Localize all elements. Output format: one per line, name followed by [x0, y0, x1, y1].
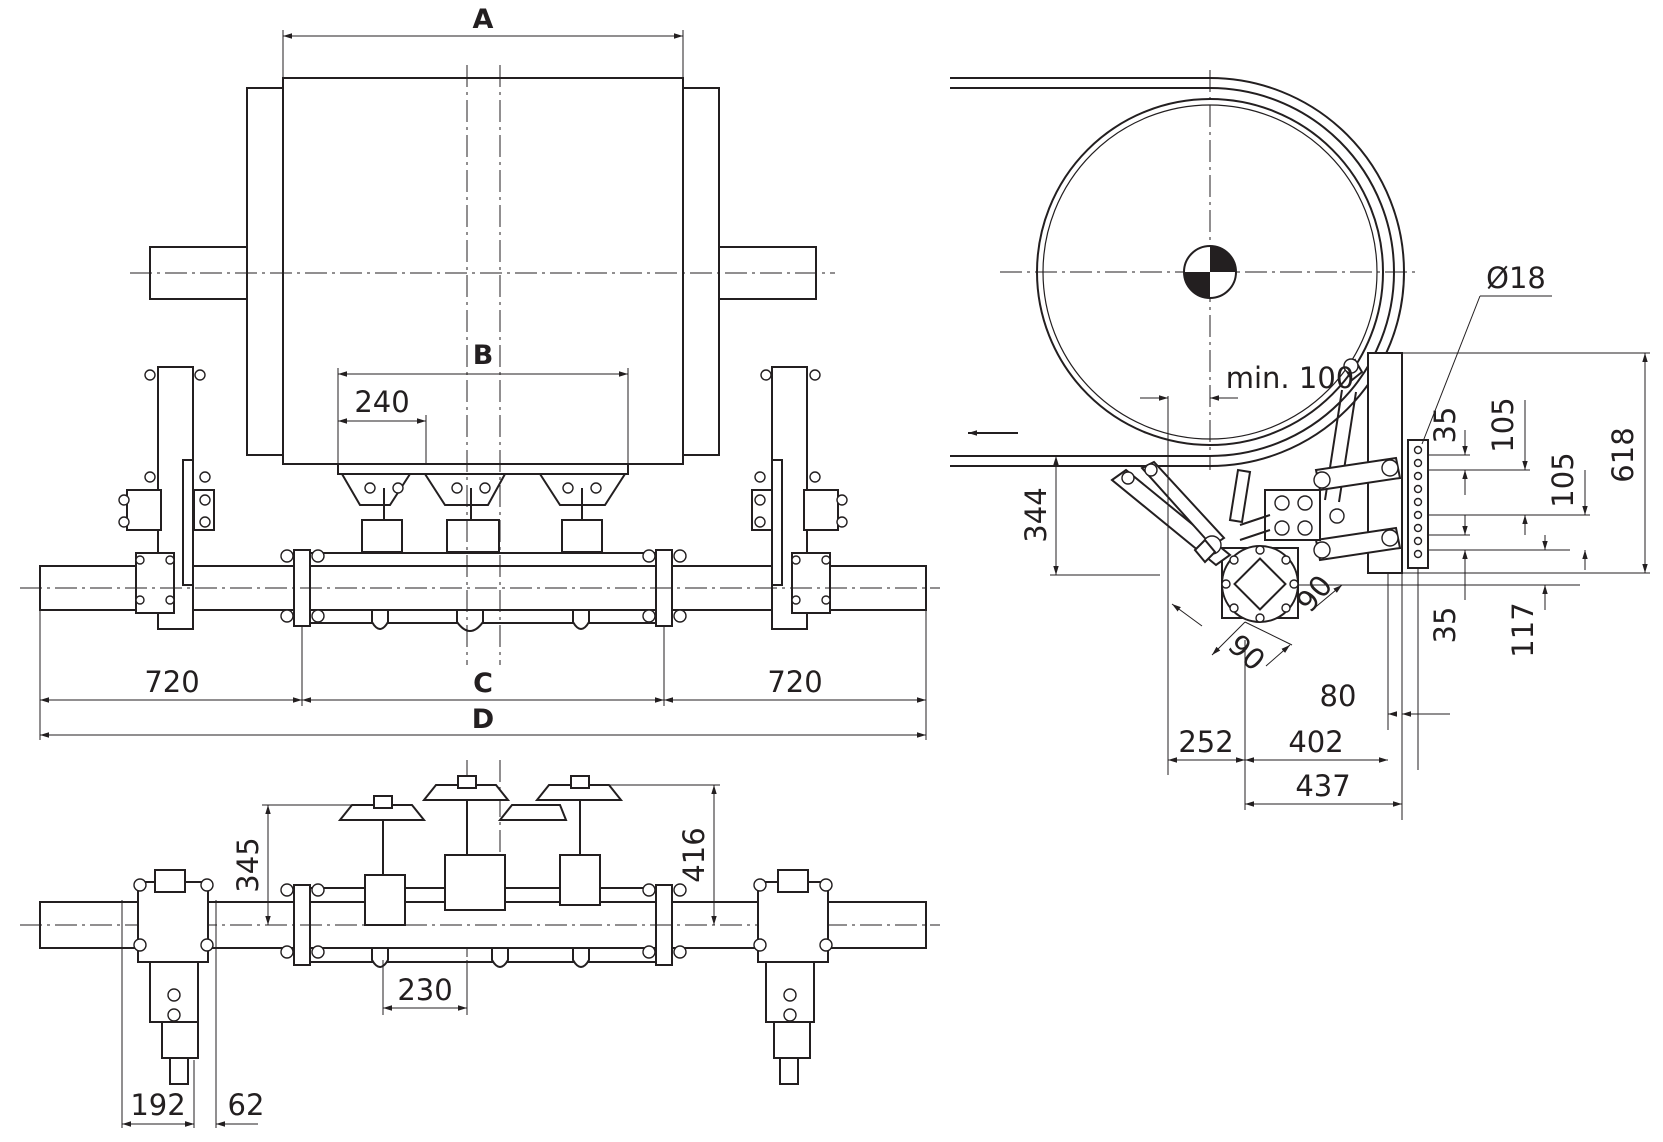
- plan-tensioner-right: [753, 869, 833, 1085]
- pulley-center-symbol: [1183, 245, 1237, 299]
- dim-105-a: 105: [1486, 397, 1520, 452]
- dim-35-bottom: 35: [1428, 607, 1462, 644]
- dim-117: 117: [1506, 602, 1540, 657]
- dim-105-b: 105: [1546, 452, 1580, 507]
- dim-345: 345: [231, 837, 265, 892]
- dim-192: 192: [130, 1088, 185, 1122]
- dim-letter-c: C: [473, 668, 493, 699]
- dim-letter-a: A: [473, 4, 494, 35]
- square-hub: [1221, 545, 1299, 623]
- dim-437: 437: [1295, 769, 1350, 803]
- dim-344: 344: [1019, 487, 1053, 542]
- dim-252: 252: [1178, 725, 1233, 759]
- drum-left-flange: [246, 87, 284, 456]
- dim-240: 240: [354, 385, 409, 419]
- pulley-drum: [282, 77, 684, 465]
- dim-720-left: 720: [144, 665, 199, 699]
- dim-90-b: 90: [1222, 628, 1272, 678]
- dim-230: 230: [397, 973, 452, 1007]
- dim-720-right: 720: [767, 665, 822, 699]
- front-view: A B 240 720 C 720 D: [20, 4, 940, 960]
- plan-tensioner-left: [133, 869, 214, 1085]
- plan-blades: [337, 775, 624, 968]
- dim-letter-b: B: [473, 340, 494, 371]
- dim-62: 62: [228, 1088, 265, 1122]
- dim-dia-18: Ø18: [1486, 261, 1546, 295]
- drum-right-flange: [682, 87, 720, 456]
- tensioner-right: [751, 366, 848, 630]
- tensioner-left: [118, 366, 215, 630]
- dim-402: 402: [1288, 725, 1343, 759]
- dim-letter-d: D: [472, 704, 494, 735]
- side-view: Ø18 min. 100 35 105 105 618 35: [950, 70, 1650, 820]
- dim-618: 618: [1606, 427, 1640, 482]
- dim-416: 416: [677, 827, 711, 882]
- dim-min-100: min. 100: [1226, 361, 1354, 395]
- dim-80: 80: [1320, 679, 1357, 713]
- dim-35-top: 35: [1428, 407, 1462, 444]
- plan-view: 345 416 230 192 62: [20, 775, 940, 1128]
- drum-shaft-left: [149, 246, 248, 300]
- scraper-blades: [337, 463, 629, 553]
